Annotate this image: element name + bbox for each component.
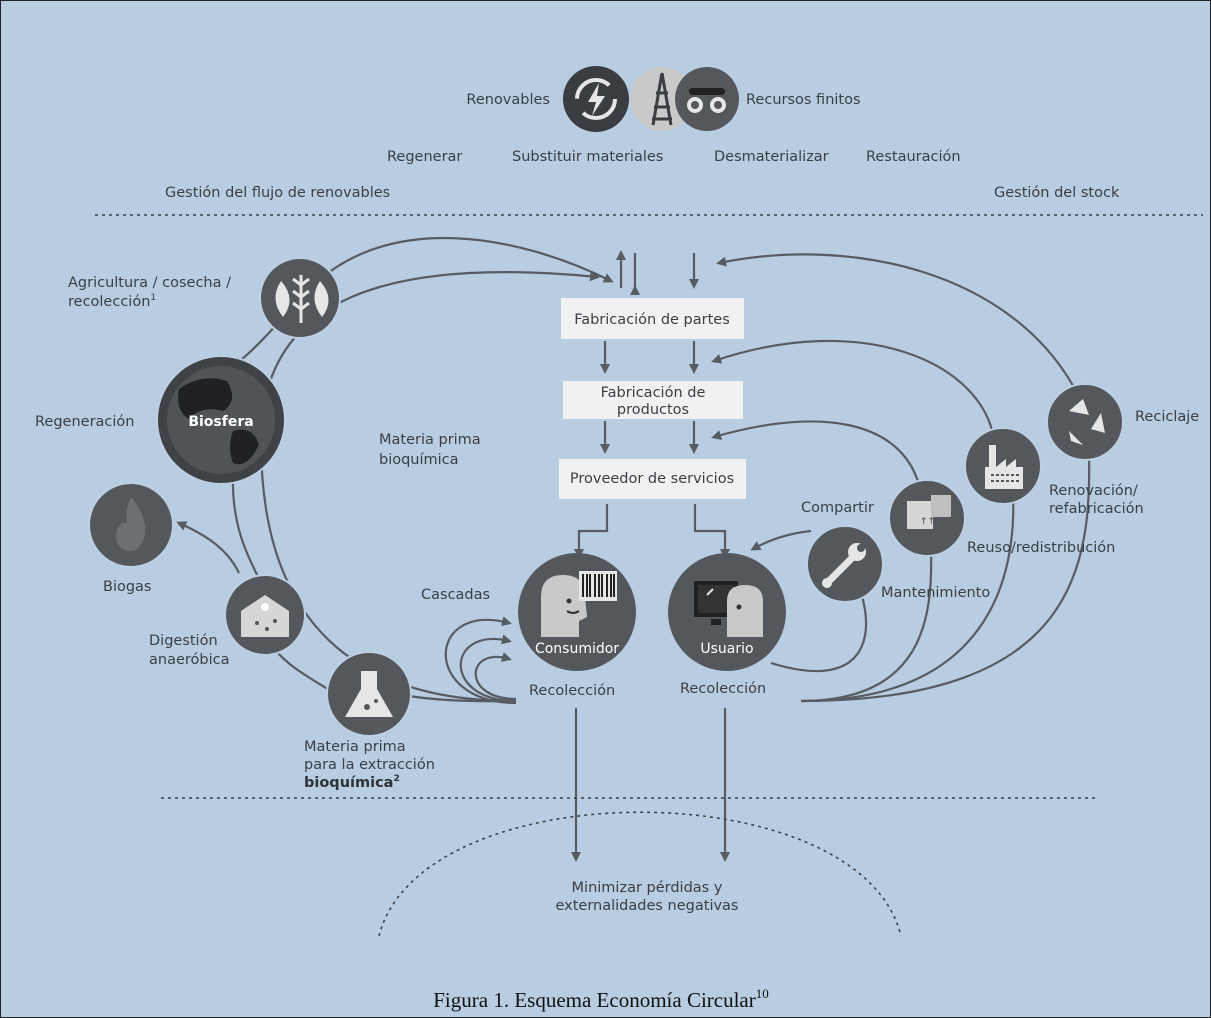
product-manufacturing-label-1: Fabricación de [601,385,706,401]
digestion-label-2: anaeróbica [149,652,230,668]
maintenance-label: Mantenimiento [881,585,990,601]
biogas-label: Biogas [103,579,152,595]
agriculture-label-2: recolección1 [68,293,156,310]
minimize-label-1: Minimizar pérdidas y [572,880,723,896]
consumer-label: Consumidor [535,641,619,657]
service-provider-box [559,459,746,499]
action-substituir: Substituir materiales [512,149,663,165]
maintenance-loop-lower [770,592,868,673]
factory-icon [964,427,1042,505]
refurbish-to-products-arrow [711,339,996,440]
refurbish-label-1: Renovación/ [1049,483,1138,499]
raw-material-label-1: Materia prima [379,432,481,448]
agriculture-label-1: Agricultura / cosecha / [68,275,231,291]
minimize-label-2: externalidades negativas [555,898,738,914]
extraction-label-2: para la extracción [304,757,435,773]
product-manufacturing-label-2: productos [617,402,689,418]
action-desmaterializar: Desmaterializar [714,149,829,165]
recycle-loop-lower [800,450,1091,703]
consumer-node [518,553,636,671]
recycle-icon [1046,383,1124,461]
agriculture-to-parts-arrow [300,237,614,299]
extraction-label-1: Materia prima [304,739,406,755]
svg-text:↑↑: ↑↑ [920,517,935,527]
regeneration-label: Regeneración [35,414,135,430]
loss-arc [378,811,902,937]
collection-right-label: Recolección [680,681,766,697]
parts-manufacturing-label: Fabricación de partes [574,312,730,328]
figure-caption: Figura 1. Esquema Economía Circular10 [433,986,769,1012]
reuse-label: Reuso/redistribución [967,540,1115,556]
digester-icon [224,574,306,656]
cascade-arrow-2 [459,634,517,703]
face-icon [541,575,587,637]
service-provider-label: Proveedor de servicios [570,471,734,487]
wrench-icon [806,525,884,603]
user-label: Usuario [700,641,753,657]
finite-resources-label: Recursos finitos [746,92,861,108]
recycle-to-parts-arrow [716,253,1077,392]
digestion-label-1: Digestión [149,633,218,649]
cascades-label: Cascadas [421,587,490,603]
oil-rig-icon [630,67,694,131]
maintenance-to-user-arrow [750,529,812,551]
stock-management-label: Gestión del stock [994,185,1120,201]
recycle-label: Reciclaje [1135,409,1199,425]
earth-globe-icon [156,355,286,485]
parts-manufacturing-box [561,298,744,339]
action-regenerar: Regenerar [387,149,462,165]
user-node [668,553,786,671]
services-to-consumer-arrow [574,504,609,559]
share-label: Compartir [801,500,874,516]
renewable-energy-icon [563,66,629,132]
reuse-loop-lower [800,550,933,703]
mining-truck-icon [675,67,739,131]
raw-material-label-2: bioquímica [379,452,459,468]
biosphere-label: Biosfera [188,414,253,430]
barcode-icon [579,571,617,601]
boxes-icon: ↑↑ [888,479,966,557]
flame-icon [88,482,174,568]
renewables-flow-label: Gestión del flujo de renovables [165,185,390,201]
wheat-fish-icon [259,257,341,339]
refurbish-loop-lower [800,490,1015,703]
collection-left-label: Recolección [529,683,615,699]
reuse-to-services-arrow [711,420,921,486]
cascade-arrow-1 [444,616,517,705]
cascade-arrow-3 [474,652,517,701]
flask-icon [326,651,412,737]
action-restauracion: Restauración [866,149,961,165]
user-face-icon [727,585,763,637]
product-manufacturing-box [563,381,743,419]
renewables-label: Renovables [466,92,550,108]
digestion-to-biogas-arrow [176,521,240,574]
extraction-label-3: bioquímica2 [304,774,400,791]
refurbish-label-2: refabricación [1049,501,1144,517]
services-to-user-arrow [693,504,730,559]
